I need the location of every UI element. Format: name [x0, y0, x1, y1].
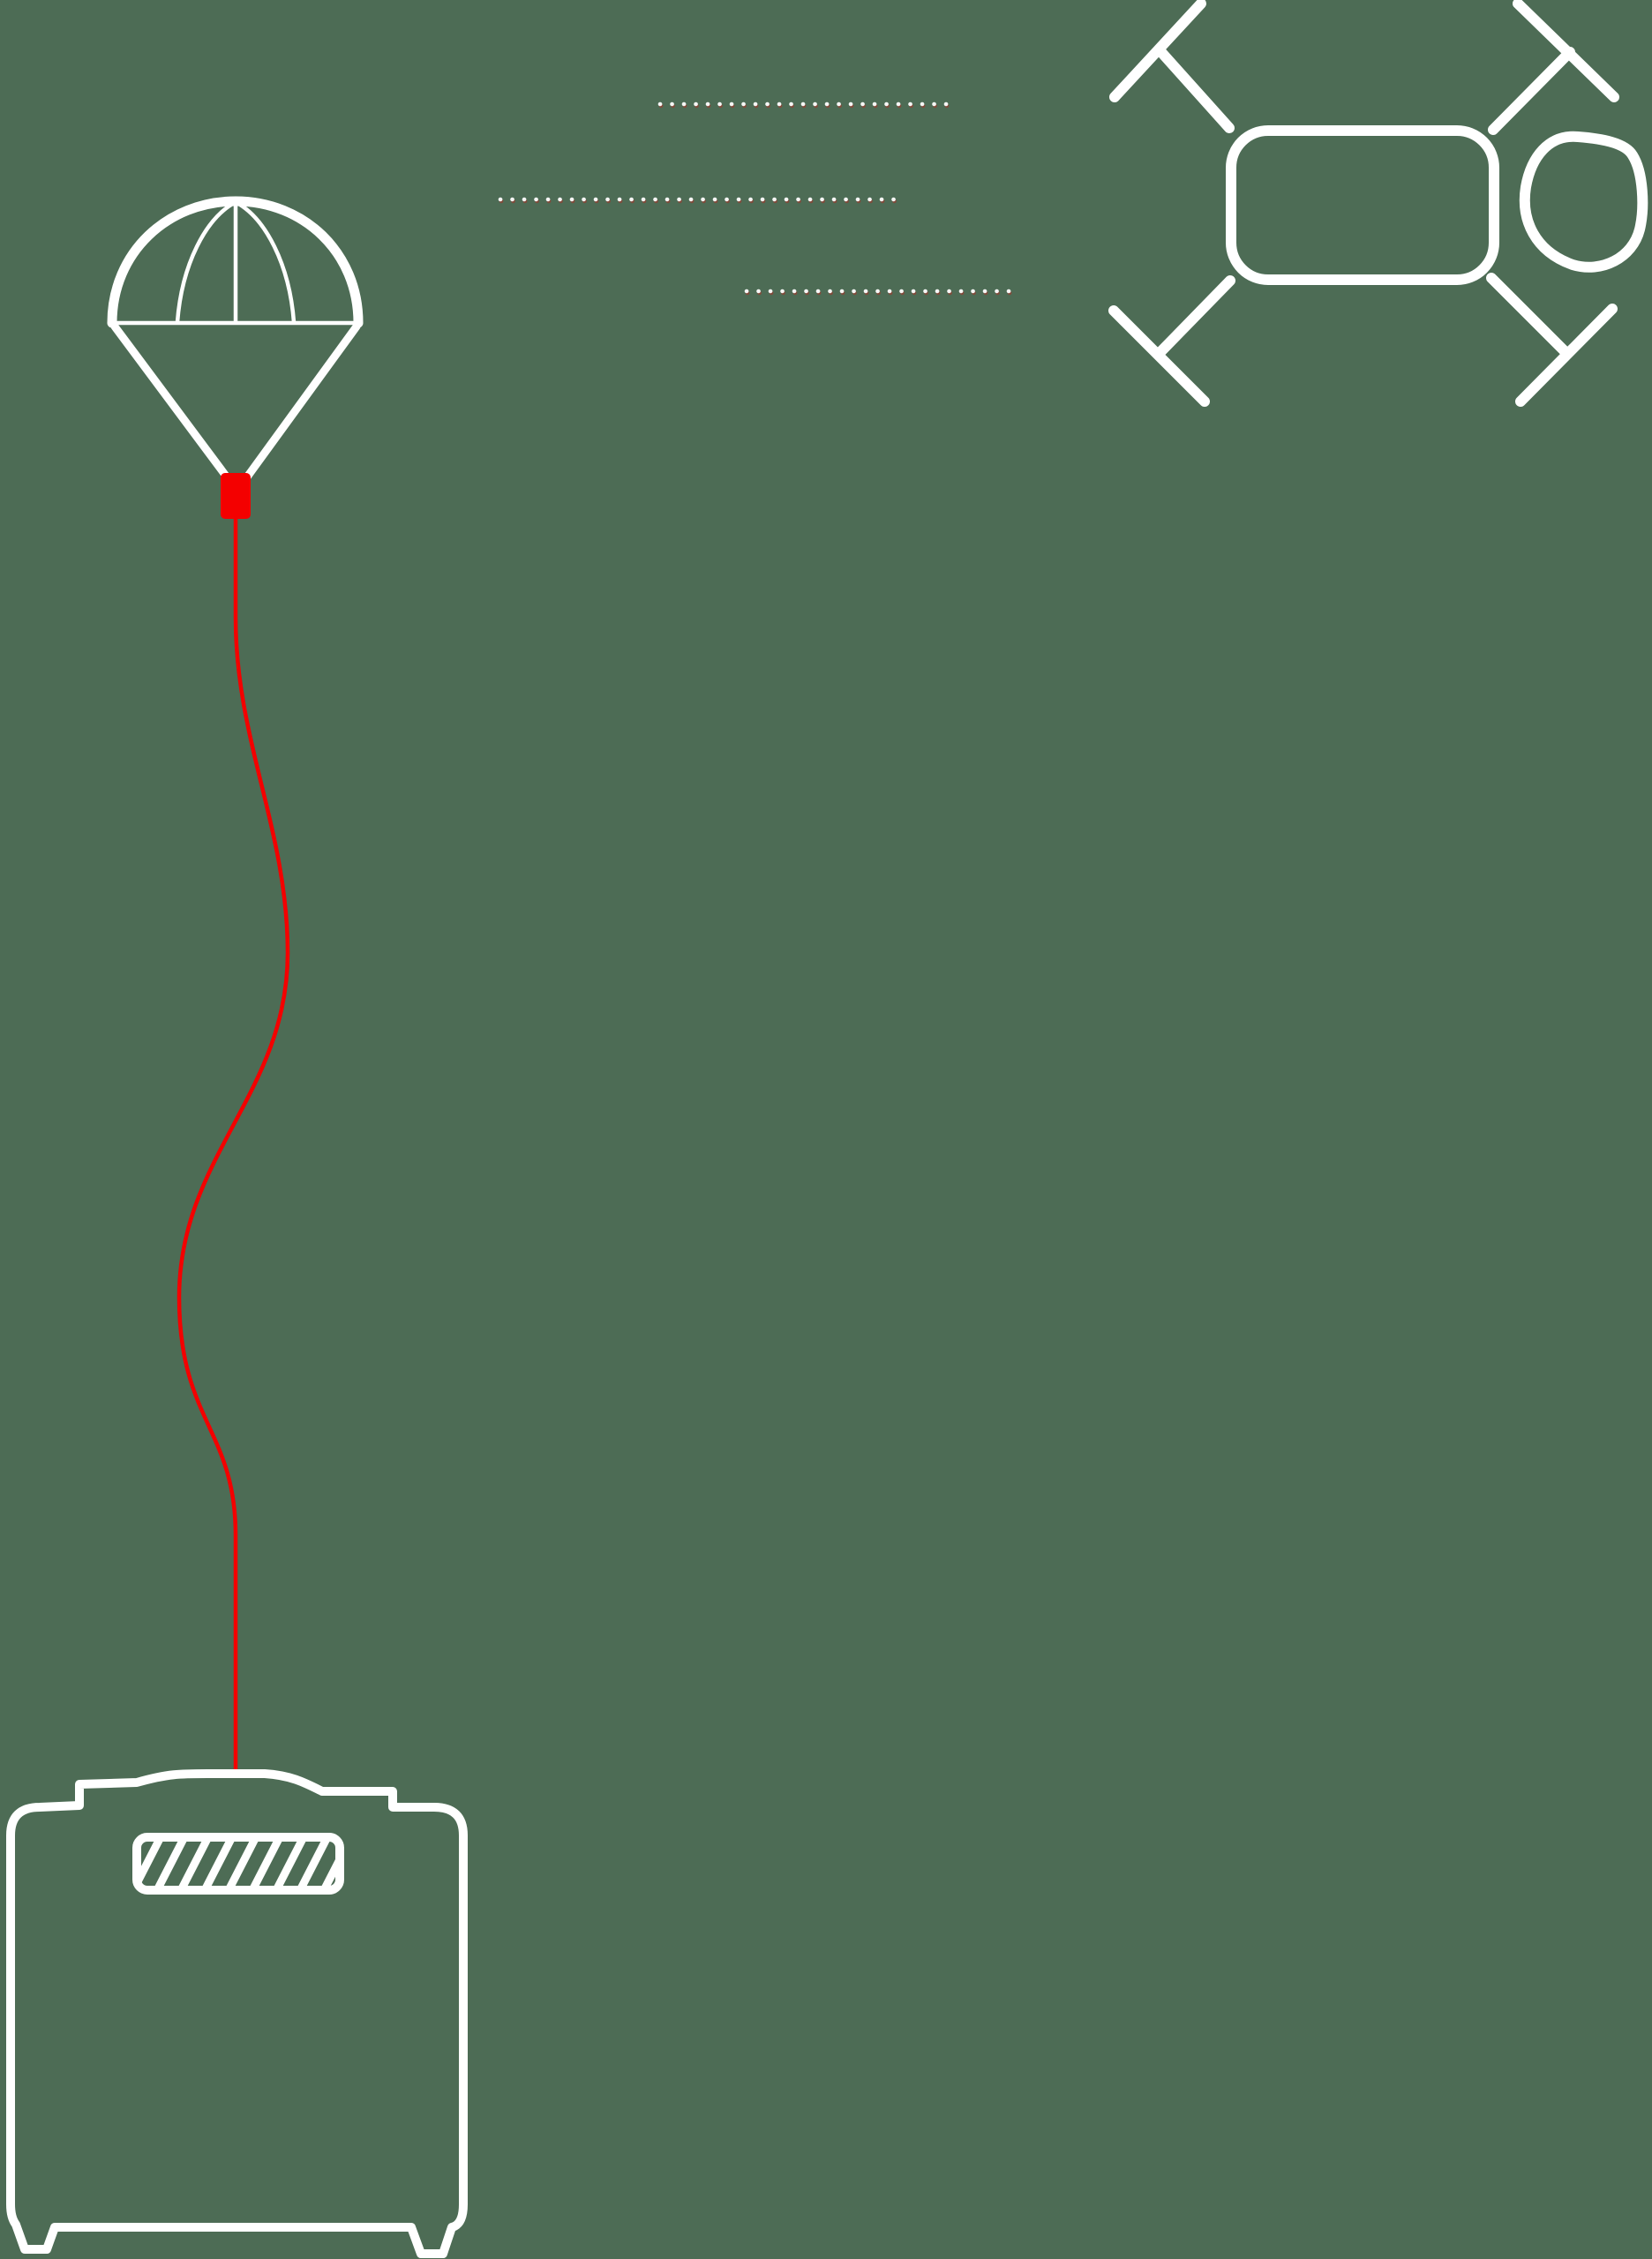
drone-arm-top-right	[1488, 47, 1575, 135]
parachute-shroud-right	[242, 322, 361, 483]
drone-icon	[1108, 0, 1648, 407]
drop-cord	[176, 519, 290, 1772]
drone-prop-bottom-left	[1108, 305, 1210, 407]
drone-prop-top-right	[1513, 0, 1619, 102]
package-outline	[6, 1769, 468, 2258]
parachute-connector	[221, 473, 251, 519]
drone-arm-bottom-left	[1153, 275, 1235, 359]
drone-body	[1226, 125, 1499, 285]
drone-arm-top-left	[1155, 46, 1235, 133]
drone-arm-bottom-right	[1486, 273, 1571, 357]
motion-dotted-lines	[498, 101, 1023, 296]
package-label-hatch	[137, 1837, 340, 1890]
parachute-seam-right	[233, 199, 297, 325]
drone-prop-bottom-right	[1515, 304, 1618, 407]
package-icon	[6, 1769, 468, 2258]
parachute-icon	[107, 196, 364, 519]
drone-camera-pod	[1519, 131, 1648, 273]
parachute-seam-left	[175, 199, 238, 325]
parachute-shroud-left	[110, 322, 232, 483]
drone-prop-top-left	[1109, 0, 1206, 102]
